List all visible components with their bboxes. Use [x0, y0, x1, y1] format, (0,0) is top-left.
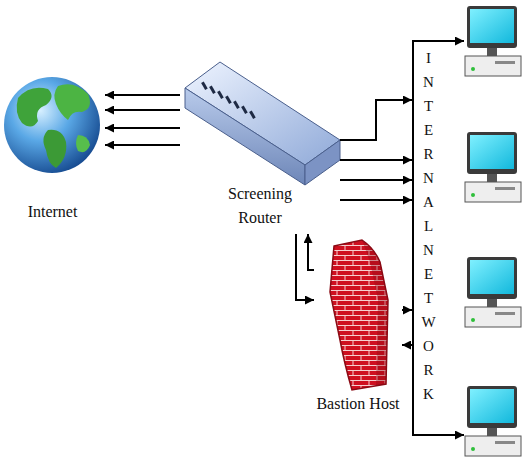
router-front — [185, 88, 305, 185]
node-label: Internet — [28, 200, 78, 224]
wall-shade — [362, 240, 388, 386]
arrow-connector — [105, 144, 180, 146]
cloud-node: Internet — [0, 55, 105, 230]
globe-icon — [4, 77, 100, 173]
arrow-connector — [402, 344, 412, 346]
brick-wall — [330, 240, 388, 390]
router-node: Screening Router — [180, 55, 340, 234]
bus-tap — [413, 434, 464, 436]
computer-icon — [465, 132, 521, 202]
router-side — [305, 140, 340, 185]
arrow-connector — [402, 309, 412, 311]
computer-icon — [465, 6, 521, 76]
network-label: INTERNAL NETWORK — [421, 46, 436, 406]
arrow-connector — [105, 109, 180, 111]
node-label: Bastion Host — [316, 392, 399, 416]
arrow-connector — [340, 179, 412, 181]
network-bus: INTERNAL NETWORK — [412, 40, 442, 436]
router-ports — [201, 82, 256, 119]
continent — [17, 88, 52, 127]
firewall-icon — [330, 240, 388, 390]
bastion-node: Bastion Host — [314, 238, 402, 420]
computer-icon — [465, 257, 521, 327]
arrow-connector — [105, 127, 180, 129]
bus-tap — [413, 40, 464, 42]
arrow-connector — [340, 159, 412, 161]
arrow-connector — [308, 234, 314, 270]
router-icon — [185, 62, 340, 185]
arrow-connector — [340, 199, 412, 201]
continent — [54, 84, 90, 120]
arrow-connector — [296, 234, 314, 300]
arrow-connector — [340, 100, 412, 140]
continent — [76, 135, 90, 152]
arrow-connector — [105, 94, 180, 96]
node-label: Screening Router — [222, 182, 298, 230]
continent — [43, 130, 66, 168]
computer-icon — [465, 386, 521, 456]
globe-sphere — [4, 77, 100, 173]
